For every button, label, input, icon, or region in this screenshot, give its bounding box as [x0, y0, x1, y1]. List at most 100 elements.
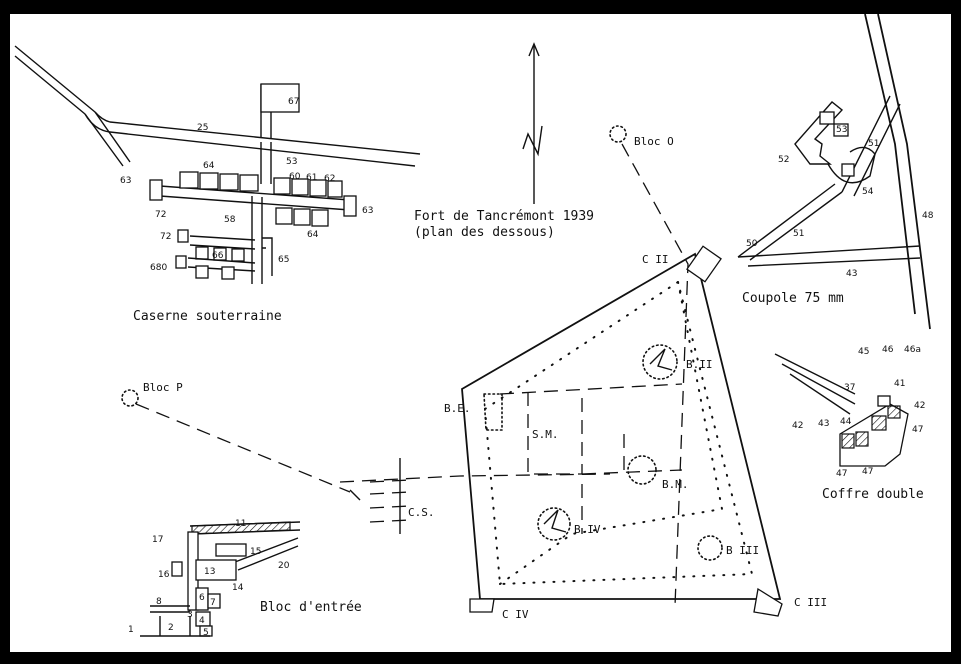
fort-inner-dotted-branches — [499, 281, 723, 585]
entree-room-13 — [195, 559, 237, 581]
coupole-num-48: 48 — [922, 211, 934, 221]
caserne-gallery-25 — [84, 111, 421, 167]
coffre-num-41: 41 — [894, 379, 905, 389]
caserne-num-63a: 63 — [120, 176, 131, 186]
gallery-bm — [581, 434, 683, 475]
entree-num-8: 8 — [156, 597, 162, 607]
bloc-p-label: Bloc P — [143, 381, 183, 394]
entree-num-16: 16 — [158, 570, 170, 580]
caserne-num-25: 25 — [197, 123, 208, 133]
bloc-o-gallery — [621, 143, 689, 607]
entree-num-5: 5 — [203, 628, 209, 638]
entree-corridor-8 — [150, 605, 190, 613]
gallery-sm — [527, 392, 583, 475]
title-line-2: (plan des dessous) — [414, 225, 555, 240]
fort-label-b4: B IV — [574, 523, 601, 536]
bloc-o-label: Bloc O — [634, 135, 674, 148]
caserne-end-72b — [177, 229, 189, 243]
caserne-num-58: 58 — [224, 215, 236, 225]
caserne-num-66: 66 — [212, 251, 224, 261]
block-b3-marker — [697, 535, 723, 561]
entree-num-2: 2 — [168, 623, 174, 633]
bloc-entree-label: Bloc d'entrée — [260, 600, 362, 615]
fort-label-be: B.E. — [444, 402, 471, 415]
caserne-end-63 — [343, 195, 357, 217]
caserne-num-72: 72 — [155, 210, 166, 220]
bloc-p-gallery — [135, 403, 351, 493]
fort-label-b3: B III — [726, 544, 759, 557]
casemate-c2 — [686, 245, 722, 283]
coupole-turret-54 — [827, 146, 876, 184]
cs-group — [349, 458, 411, 534]
casemate-c3 — [753, 587, 783, 617]
coffre-cell — [841, 433, 855, 449]
entree-wall-hatch — [191, 521, 291, 535]
casemate-c4 — [469, 598, 495, 613]
block-b4-symbol — [543, 509, 567, 533]
caserne-num-67: 67 — [288, 97, 299, 107]
coffre-num-43: 43 — [818, 419, 829, 429]
entree-num-4: 4 — [199, 616, 205, 626]
entree-num-14: 14 — [232, 583, 244, 593]
entree-num-13: 13 — [204, 567, 215, 577]
coupole-chamber — [841, 163, 855, 177]
gallery-cs — [339, 473, 611, 483]
title-line-1: Fort de Tancrémont 1939 — [414, 209, 594, 224]
caserne-label: Caserne souterraine — [133, 309, 282, 324]
cs-arrow — [349, 489, 361, 501]
entree-num-17: 17 — [152, 535, 163, 545]
coffre-num-42a: 42 — [914, 401, 925, 411]
north-arrow — [522, 42, 543, 204]
coffre-double-group — [774, 353, 909, 467]
coupole-road-48 — [864, 14, 931, 330]
coupole-num-51a: 51 — [868, 139, 879, 149]
caserne-room — [273, 177, 291, 195]
gallery-upper — [499, 383, 683, 395]
coffre-cell — [877, 395, 891, 407]
caserne-end-680 — [175, 255, 187, 269]
caserne-num-62: 62 — [324, 174, 335, 184]
fort-label-bm: B.M. — [662, 478, 689, 491]
coupole-num-52: 52 — [778, 155, 789, 165]
block-b4-marker — [537, 507, 571, 541]
caserne-room — [311, 209, 329, 227]
entree-room-16 — [171, 561, 183, 577]
main-fort-group — [339, 245, 783, 617]
cs-label: C.S. — [408, 506, 435, 519]
caserne-room — [231, 248, 245, 262]
caserne-room — [219, 173, 239, 191]
caserne-souterraine-group — [14, 45, 421, 284]
block-b2-marker — [642, 344, 678, 380]
caserne-room — [275, 207, 293, 225]
block-be-marker — [483, 393, 503, 431]
coupole-block-52 — [794, 101, 844, 165]
coffre-num-47c: 47 — [862, 467, 873, 477]
block-bm-marker — [627, 455, 657, 485]
entree-room-15 — [215, 543, 247, 557]
caserne-room — [221, 266, 235, 280]
coffre-num-45: 45 — [858, 347, 869, 357]
caserne-room — [195, 265, 209, 279]
coupole-num-43: 43 — [846, 269, 857, 279]
bloc-o-marker — [609, 125, 627, 143]
caserne-branch-72b — [189, 235, 256, 250]
coffre-num-46a: 46a — [904, 345, 921, 355]
entree-num-11: 11 — [235, 519, 246, 529]
caserne-num-60: 60 — [289, 172, 301, 182]
caserne-65-annex — [262, 237, 273, 276]
coupole-gallery-51 — [737, 183, 843, 261]
block-67 — [260, 83, 300, 113]
caserne-diagonal-tunnel — [14, 45, 96, 115]
caserne-room — [309, 179, 327, 197]
coupole-label: Coupole 75 mm — [742, 291, 844, 306]
bloc-entree-group — [140, 521, 301, 637]
coupole-room-53 — [819, 111, 835, 125]
caserne-branch-63 — [84, 111, 131, 167]
entree-num-20: 20 — [278, 561, 290, 571]
coupole-num-50: 50 — [746, 239, 758, 249]
caserne-end-72 — [149, 179, 163, 201]
fort-outline — [461, 252, 782, 600]
coffre-gallery-inner — [789, 373, 851, 415]
coupole-num-53: 53 — [836, 125, 847, 135]
coupole-room — [833, 123, 849, 137]
